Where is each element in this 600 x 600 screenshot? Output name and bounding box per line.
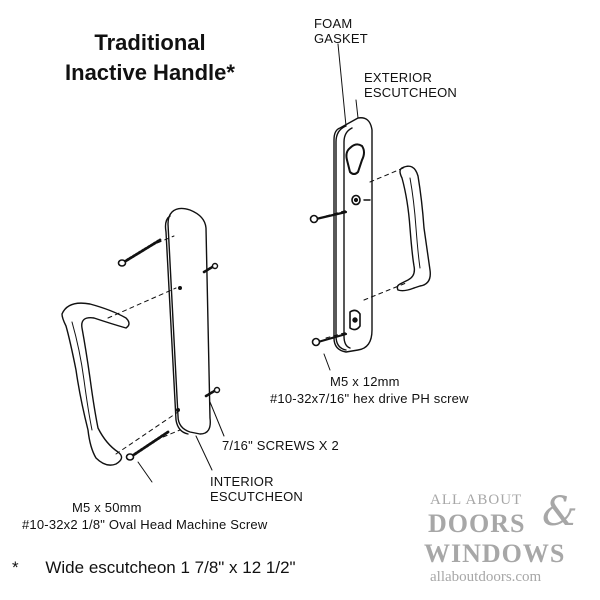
exterior-handle <box>396 165 431 292</box>
exterior-escutcheon <box>333 117 373 353</box>
title-line-2: Inactive Handle* <box>65 60 235 85</box>
watermark-doors: DOORS <box>428 509 526 538</box>
foam-gasket-line-2: GASKET <box>314 31 368 46</box>
hex-screw-label: #10-32x7/16" hex drive PH screw <box>270 391 469 406</box>
foam-gasket-label: FOAM GASKET <box>314 16 368 46</box>
oval-screw-label: #10-32x2 1/8" Oval Head Machine Screw <box>22 517 268 532</box>
interior-alignment-lines <box>107 235 181 455</box>
interior-escutcheon-label: INTERIOR ESCUTCHEON <box>210 474 303 504</box>
exterior-line-1: EXTERIOR <box>364 70 433 85</box>
watermark-ampersand: & <box>542 489 578 535</box>
foam-gasket-line-1: FOAM <box>314 16 353 31</box>
watermark-url: allaboutdoors.com <box>430 569 542 585</box>
m5x12-label: M5 x 12mm <box>330 374 400 389</box>
title-line-1: Traditional <box>94 30 206 55</box>
footnote: * Wide escutcheon 1 7/8" x 12 1/2" <box>12 558 296 578</box>
interior-line-1: INTERIOR <box>210 474 274 489</box>
page-title: Traditional Inactive Handle* <box>20 28 280 88</box>
footnote-marker: * <box>12 558 19 577</box>
leader-lines <box>137 43 359 483</box>
watermark-logo: ALL ABOUT DOORS & WINDOWS allaboutdoors.… <box>424 489 596 586</box>
exterior-escutcheon-label: EXTERIOR ESCUTCHEON <box>364 70 457 100</box>
exterior-alignment-lines <box>325 165 409 339</box>
interior-handle <box>61 302 130 466</box>
interior-line-2: ESCUTCHEON <box>210 489 304 504</box>
long-screws <box>117 238 170 461</box>
watermark-line-1: ALL ABOUT <box>430 492 523 508</box>
exterior-screws <box>309 210 348 347</box>
short-screws-label: 7/16" SCREWS X 2 <box>222 438 339 453</box>
watermark-windows: WINDOWS <box>424 539 566 568</box>
short-screws <box>202 262 221 398</box>
m5x50-label: M5 x 50mm <box>72 500 142 515</box>
interior-escutcheon <box>164 207 211 435</box>
footnote-text: Wide escutcheon 1 7/8" x 12 1/2" <box>45 558 296 577</box>
exterior-line-2: ESCUTCHEON <box>364 85 458 100</box>
